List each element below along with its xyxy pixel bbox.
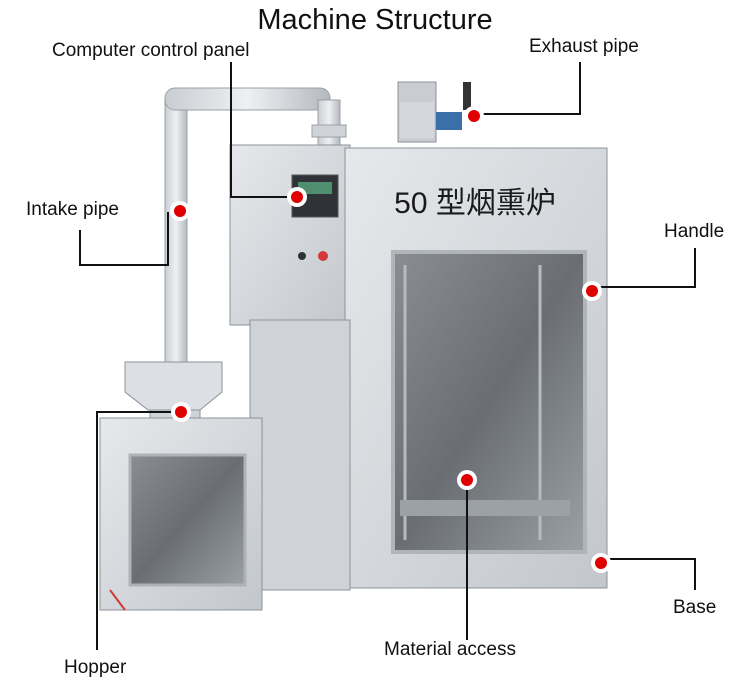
marker-material-access (457, 470, 477, 490)
marker-handle (582, 281, 602, 301)
leader-lines (79, 62, 696, 650)
markers (170, 106, 611, 573)
leader-base (601, 558, 696, 590)
label-material-access: Material access (384, 639, 516, 660)
label-hopper: Hopper (64, 657, 127, 678)
leader-computer-control-panel (230, 62, 296, 198)
marker-base (591, 553, 611, 573)
diagram-title: Machine Structure (257, 4, 493, 36)
leader-exhaust-pipe (476, 62, 581, 115)
label-base: Base (673, 597, 717, 618)
marker-hopper (171, 402, 191, 422)
label-intake-pipe: Intake pipe (26, 199, 119, 220)
label-computer-control-panel: Computer control panel (52, 40, 250, 61)
label-exhaust-pipe: Exhaust pipe (529, 36, 639, 57)
main-chamber-shape (249, 147, 608, 591)
machine-sign: 50 型烟熏炉 (394, 187, 556, 220)
control-cabinet-shape (229, 144, 351, 326)
leader-hopper (96, 411, 181, 650)
leader-handle (594, 248, 696, 288)
intake-pipe-shape (164, 87, 347, 369)
label-handle: Handle (664, 221, 725, 242)
marker-intake-pipe (170, 201, 190, 221)
leader-intake-pipe (79, 212, 169, 266)
marker-computer-control-panel (287, 187, 307, 207)
marker-exhaust-pipe (464, 106, 484, 126)
exhaust-motor-shape (397, 81, 471, 143)
hopper-shape (99, 361, 263, 611)
